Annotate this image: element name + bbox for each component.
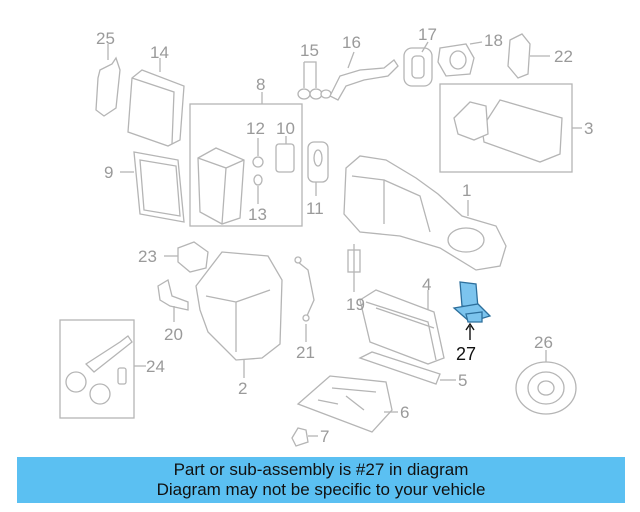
part-5-trim-strip xyxy=(358,351,441,385)
callout-25: 25 xyxy=(96,29,115,48)
part-15-orings xyxy=(297,88,311,100)
callout-8: 8 xyxy=(256,75,265,94)
part-18-seal xyxy=(437,43,475,77)
callout-7: 7 xyxy=(320,427,329,446)
callout-23: 23 xyxy=(138,247,157,266)
part-11-sensor xyxy=(307,141,329,183)
part-24-linkage xyxy=(84,335,133,373)
part-14-panel xyxy=(127,69,185,147)
callout-3: 3 xyxy=(584,119,593,138)
parts-diagram: 25 14 15 16 17 18 22 8 12 10 3 9 13 11 1… xyxy=(59,25,593,447)
part-2-heater-case xyxy=(195,251,283,361)
callout-18: 18 xyxy=(484,31,503,50)
callout-19: 19 xyxy=(346,295,365,314)
group-24-box xyxy=(59,319,135,419)
part-3-housing-cover xyxy=(481,99,563,163)
callout-12: 12 xyxy=(246,119,265,138)
group-8-box xyxy=(189,103,303,227)
part-13-oring xyxy=(253,174,263,186)
callout-4: 4 xyxy=(422,275,431,294)
callout-20: 20 xyxy=(164,325,183,344)
part-25-bracket xyxy=(95,56,121,117)
callout-13: 13 xyxy=(248,205,267,224)
part-9-filter xyxy=(133,151,185,223)
callout-5: 5 xyxy=(458,371,467,390)
part-20-sensor xyxy=(157,278,189,311)
part-17-gasket xyxy=(403,47,433,87)
callout-22: 22 xyxy=(554,47,573,66)
callout-1: 1 xyxy=(462,181,471,200)
part-6-bracket-plate xyxy=(296,375,393,433)
part-7-clip xyxy=(291,427,309,447)
callout-11: 11 xyxy=(306,199,324,218)
part-8-evaporator xyxy=(197,147,245,225)
part-23-actuator xyxy=(177,241,209,273)
part-4-cabin-filter xyxy=(359,289,445,365)
part-10-valve xyxy=(275,143,295,173)
part-21-rod xyxy=(297,261,315,319)
callout-14: 14 xyxy=(150,43,169,62)
part-12-oring xyxy=(252,156,264,168)
callout-9: 9 xyxy=(104,163,113,182)
banner-line-1: Part or sub-assembly is #27 in diagram xyxy=(173,460,469,479)
callout-2: 2 xyxy=(238,379,247,398)
callout-17: 17 xyxy=(418,25,437,44)
banner-line-2: Diagram may not be specific to your vehi… xyxy=(156,480,486,499)
callout-15: 15 xyxy=(300,41,319,60)
callout-27: 27 xyxy=(456,344,476,364)
callout-21: 21 xyxy=(296,343,315,362)
info-banner: Part or sub-assembly is #27 in diagram D… xyxy=(17,457,625,503)
callout-24: 24 xyxy=(146,357,165,376)
callout-16: 16 xyxy=(342,33,361,52)
part-26-blower-motor xyxy=(515,361,577,415)
part-16-pipe xyxy=(329,59,399,101)
callout-10: 10 xyxy=(276,119,295,138)
callout-6: 6 xyxy=(400,403,409,422)
part-22-bracket xyxy=(507,33,531,79)
callout-26: 26 xyxy=(534,333,553,352)
